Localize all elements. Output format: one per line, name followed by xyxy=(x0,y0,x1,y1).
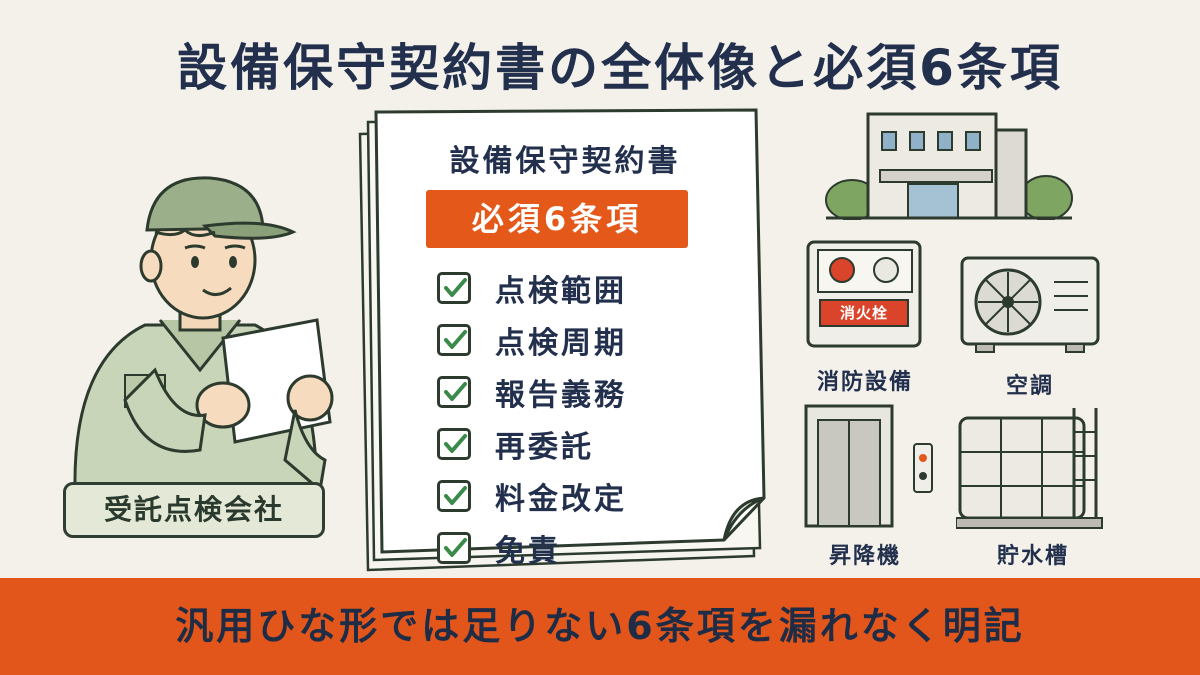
elevator-icon xyxy=(804,404,942,528)
checklist-item: 免責 xyxy=(437,522,717,574)
checklist-item: 再委託 xyxy=(437,418,717,470)
bottom-banner: 汎用ひな形では足りない6条項を漏れなく明記 xyxy=(0,578,1200,675)
checklist-item-label: 点検範囲 xyxy=(495,274,627,309)
checklist-item-label: 点検周期 xyxy=(495,326,627,361)
checklist-item: 点検周期 xyxy=(437,314,717,366)
checkbox-checked-icon xyxy=(437,480,471,512)
checklist-item: 点検範囲 xyxy=(437,262,717,314)
checklist-item: 料金改定 xyxy=(437,470,717,522)
checkbox-checked-icon xyxy=(437,428,471,460)
checklist-item-label: 免責 xyxy=(495,534,561,569)
checklist-item-label: 再委託 xyxy=(495,430,594,465)
label-elevator: 昇降機 xyxy=(828,544,901,569)
checkbox-checked-icon xyxy=(437,324,471,356)
checklist-item: 報告義務 xyxy=(437,366,717,418)
required-clauses-badge: 必須6条項 xyxy=(426,190,688,248)
label-fire-equipment: 消防設備 xyxy=(816,370,913,395)
air-conditioner-icon xyxy=(958,252,1108,354)
label-air-conditioning: 空調 xyxy=(1005,374,1054,399)
building-icon xyxy=(824,108,1074,220)
checkbox-checked-icon xyxy=(437,272,471,304)
document-title: 設備保守契約書 xyxy=(449,144,681,179)
company-label: 受託点検会社 xyxy=(63,482,325,538)
clause-checklist: 点検範囲 点検周期 報告義務 再委託 料金改定 免責 xyxy=(437,262,717,574)
fire-equipment-icon: 消火栓 xyxy=(806,240,924,350)
checklist-item-label: 報告義務 xyxy=(495,378,627,413)
fire-panel-sign: 消火栓 xyxy=(839,304,888,322)
worker-illustration xyxy=(55,160,345,550)
banner-text: 汎用ひな形では足りない6条項を漏れなく明記 xyxy=(175,604,1025,648)
checkbox-checked-icon xyxy=(437,532,471,564)
checklist-item-label: 料金改定 xyxy=(495,482,627,517)
checkbox-checked-icon xyxy=(437,376,471,408)
label-water-tank: 貯水槽 xyxy=(996,544,1069,569)
water-tank-icon xyxy=(956,404,1112,530)
page-title: 設備保守契約書の全体像と必須6条項 xyxy=(177,39,1063,97)
